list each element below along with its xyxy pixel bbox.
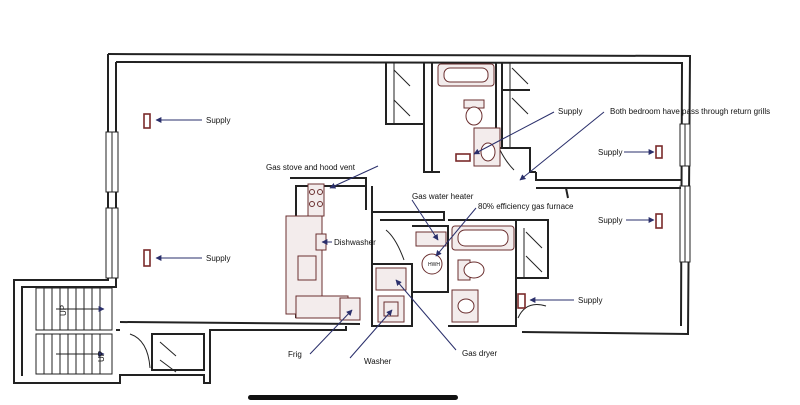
supply-vents <box>143 113 663 309</box>
vent-bedroom-top <box>655 145 663 159</box>
fridge-icon <box>339 297 361 321</box>
toilet-icon <box>463 261 485 279</box>
label-supply-living-bottom: Supply <box>206 254 230 263</box>
vent-bedroom-bottom <box>655 213 663 229</box>
label-supply-living-top: Supply <box>206 116 230 125</box>
vent-living-top <box>143 113 151 129</box>
vent-bath <box>455 153 471 162</box>
upper-bathroom <box>437 63 501 167</box>
label-dishwasher: Dishwasher <box>334 238 376 247</box>
water-heater-mark: HWH <box>428 262 440 268</box>
kitchen-sink-icon <box>297 255 317 281</box>
home-indicator-bar <box>248 395 458 400</box>
plan-labels: Supply Supply Gas stove and hood vent Di… <box>206 107 770 366</box>
label-furnace: 80% efficiency gas furnace <box>478 202 574 211</box>
gas-stove-icon <box>307 183 325 217</box>
lower-bathroom <box>451 225 515 323</box>
toilet-icon <box>465 106 483 126</box>
label-return-grills: Both bedroom have pass through return gr… <box>610 107 770 116</box>
washer-icon <box>377 295 405 323</box>
label-gas-dryer: Gas dryer <box>462 349 497 358</box>
label-gas-water-heater: Gas water heater <box>412 192 474 201</box>
furnace-icon <box>415 231 447 247</box>
stair-up-label-bottom: UP <box>97 351 106 362</box>
label-supply-bedroom-top: Supply <box>598 148 622 157</box>
label-frig: Frig <box>288 350 302 359</box>
label-supply-hall: Supply <box>578 296 602 305</box>
stairs: UP UP <box>35 287 113 375</box>
vent-hall <box>517 293 526 309</box>
label-supply-bath: Supply <box>558 107 582 116</box>
water-heater-icon <box>421 253 443 275</box>
stair-up-label-top: UP <box>59 305 68 316</box>
vent-living-bottom <box>143 249 151 267</box>
exterior-walls <box>13 53 692 384</box>
label-gas-stove: Gas stove and hood vent <box>266 163 356 172</box>
label-washer: Washer <box>364 357 392 366</box>
kitchen-fixtures <box>285 183 361 321</box>
leader-arrows <box>155 111 655 359</box>
label-supply-bedroom-bottom: Supply <box>598 216 622 225</box>
